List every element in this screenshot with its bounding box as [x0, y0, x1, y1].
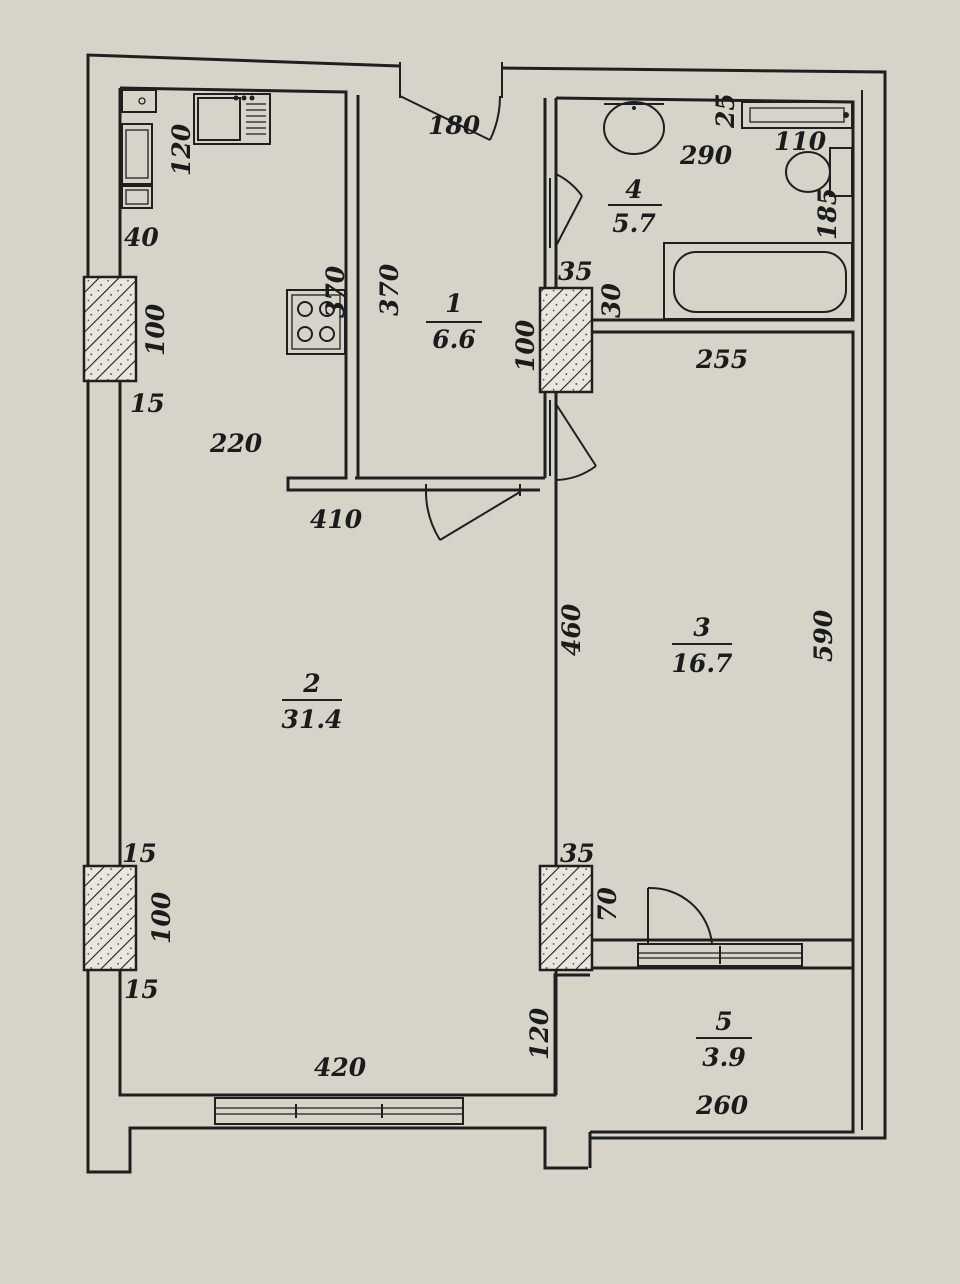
stove-icon	[286, 289, 346, 355]
left-window-top	[82, 275, 138, 383]
outer-walls	[86, 53, 887, 1174]
windows	[82, 275, 803, 1125]
dim-kitchen-120: 120	[167, 123, 196, 176]
dim-kitchen-40: 40	[124, 223, 159, 252]
shelf-icon	[741, 101, 853, 129]
dim-room3-255: 255	[695, 345, 748, 374]
dim-balcony-260: 260	[695, 1091, 749, 1120]
room-number: 4	[625, 175, 642, 204]
room-area: 5.7	[612, 209, 656, 238]
living-door	[424, 484, 521, 541]
dim-bath-110: 110	[774, 127, 827, 156]
room-number: 5	[715, 1007, 732, 1036]
dim-window-left-bottom-sill: 15	[124, 975, 159, 1004]
room-3-label: 3 16.7	[672, 613, 733, 678]
room-area: 16.7	[672, 649, 733, 678]
left-window-bottom	[82, 864, 138, 972]
bath-door	[549, 173, 583, 248]
dim-window-left-top: 100	[141, 303, 170, 356]
dim-window-left-bottom-top: 15	[122, 839, 157, 868]
kitchen-appliance	[121, 89, 157, 113]
dim-living-420: 420	[314, 1053, 367, 1082]
sink-icon	[193, 93, 271, 145]
dim-window-left-top-sill: 15	[130, 389, 165, 418]
balcony-door	[647, 886, 713, 945]
dim-room3-35: 35	[560, 839, 595, 868]
kitchen-cabinet-small	[121, 185, 153, 209]
washbasin-icon	[603, 101, 665, 155]
dim-bath-35: 35	[558, 257, 593, 286]
room-1-label: 1 6.6	[426, 289, 482, 354]
room-area: 3.9	[702, 1043, 746, 1072]
dim-bath-25: 25	[711, 93, 740, 129]
room-area: 6.6	[432, 325, 476, 354]
room-number: 2	[302, 669, 320, 698]
doors	[399, 62, 713, 945]
dim-window-left-bottom: 100	[147, 891, 176, 944]
dim-kitchen-370: 370	[321, 265, 350, 318]
dim-hall-370: 370	[375, 263, 404, 316]
bathroom-fixtures	[603, 101, 853, 320]
toilet-icon	[785, 147, 853, 197]
kitchen-fixtures	[121, 89, 346, 355]
hall-window	[538, 286, 594, 394]
entrance-door	[399, 62, 503, 141]
dim-bath-290: 290	[679, 141, 733, 170]
room-2-label: 2 31.4	[282, 669, 343, 734]
dim-bath-185: 185	[813, 188, 842, 240]
dim-living-120: 120	[525, 1007, 554, 1060]
living-window-bottom	[214, 1097, 464, 1125]
dim-bath-30: 30	[597, 283, 626, 318]
balcony-door-frame	[637, 943, 803, 967]
dim-kitchen-220: 220	[209, 429, 263, 458]
dimensions: 120 40 370 180 370 290 110 25 185 35 30 …	[122, 93, 842, 1120]
bathtub-icon	[663, 242, 853, 320]
dim-room3-590: 590	[809, 609, 838, 662]
room3-window	[538, 864, 594, 972]
dim-room3-460: 460	[557, 603, 586, 656]
room-area: 31.4	[282, 705, 343, 734]
room3-door	[549, 400, 597, 481]
dim-hall-window-100: 100	[511, 319, 540, 372]
dim-hall-180: 180	[428, 111, 481, 140]
room-number: 1	[445, 289, 462, 318]
dim-partition-410: 410	[310, 505, 363, 534]
room-labels: 1 6.6 2 31.4 3 16.7 4 5.7 5 3.9	[282, 175, 752, 1072]
room-4-label: 4 5.7	[608, 175, 662, 238]
kitchen-cabinet	[121, 123, 153, 185]
room-number: 3	[693, 613, 710, 642]
room-5-label: 5 3.9	[696, 1007, 752, 1072]
dim-room3-70: 70	[593, 887, 622, 922]
